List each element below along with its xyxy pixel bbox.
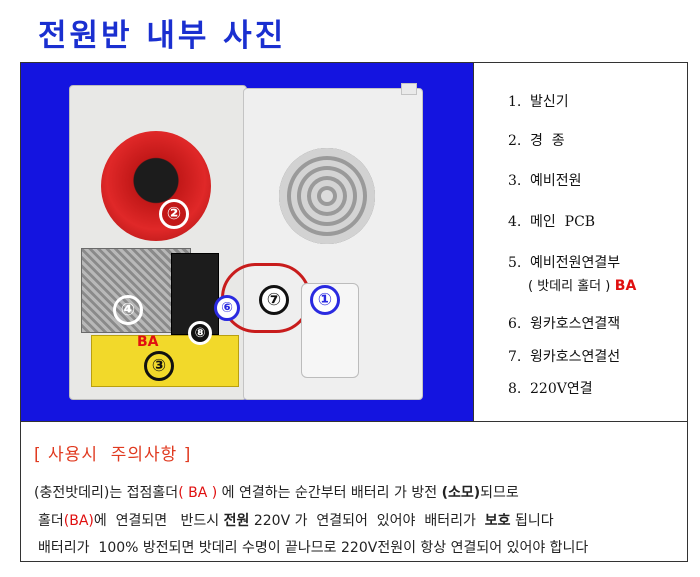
legend-sub-label: ( 밧데리 홀더 ): [528, 279, 611, 294]
legend-label: 윙카호스연결선: [530, 349, 621, 365]
legend-num: 4.: [508, 214, 522, 230]
legend-label: 예비전원연결부: [530, 255, 621, 271]
speaker-grille: [279, 148, 375, 244]
marker-hose-wire: ⑦: [259, 285, 289, 315]
page-title: 전원반 내부 사진: [38, 18, 287, 54]
notice-emphasis: 보호: [484, 513, 511, 529]
notice-text: 됩니다: [510, 513, 554, 529]
notice-highlight: (BA): [63, 513, 94, 529]
marker-bell: ②: [159, 199, 189, 229]
notice-text: 에 연결되면 반드시: [93, 513, 224, 529]
frame-divider-horizontal: [20, 421, 688, 422]
legend-item-5-sub: ( 밧데리 홀더 ) BA: [528, 275, 636, 294]
legend-num: 8.: [508, 381, 522, 397]
legend-label: 윙카호스연결잭: [530, 316, 621, 332]
marker-220v: ⑧: [188, 321, 212, 345]
content-frame: [20, 62, 688, 562]
marker-battery: ③: [144, 351, 174, 381]
legend-ba-tag: BA: [614, 278, 637, 294]
notice-emphasis: (소모): [441, 485, 481, 501]
notice-heading: [ 사용시 주의사항 ]: [34, 445, 192, 465]
marker-pcb: ④: [113, 295, 143, 325]
legend-num: 6.: [508, 316, 522, 332]
notice-text: (충전밧데리)는 접점홀더: [34, 485, 179, 501]
legend-num: 5.: [508, 255, 522, 271]
battery-tag: BA: [137, 334, 159, 350]
legend-num: 3.: [508, 173, 522, 189]
bell: [101, 131, 211, 241]
frame-divider-vertical: [473, 63, 474, 421]
cover-hinge: [401, 83, 417, 95]
notice-text: 되므로: [480, 485, 519, 501]
marker-hose-jack: ⑥: [214, 295, 240, 321]
legend-item-2: 2. 경 종: [508, 130, 565, 150]
legend-label: 예비전원: [530, 173, 582, 189]
legend-label: 메인 PCB: [530, 214, 596, 230]
panel-interior-photo: ② ④ ③ ⑥ ⑧ ⑦ ① BA: [21, 63, 473, 421]
notice-text: 홀더: [38, 513, 64, 529]
legend-label: 경 종: [530, 133, 565, 149]
notice-highlight: ( BA ): [178, 485, 218, 501]
notice-line-2: 홀더(BA)에 연결되면 반드시 전원 220V 가 연결되어 있어야 배터리가…: [38, 510, 554, 530]
legend-num: 1.: [508, 94, 522, 110]
legend-num: 7.: [508, 349, 522, 365]
legend-num: 2.: [508, 133, 522, 149]
legend-item-1: 1. 발신기: [508, 91, 569, 111]
legend-label: 발신기: [530, 94, 569, 110]
notice-text: 에 연결하는 순간부터 배터리 가 방전: [217, 485, 442, 501]
legend-item-7: 7. 윙카호스연결선: [508, 346, 620, 366]
notice-line-1: (충전밧데리)는 접점홀더( BA ) 에 연결하는 순간부터 배터리 가 방전…: [34, 482, 519, 502]
marker-transmitter: ①: [310, 285, 340, 315]
legend-item-5: 5. 예비전원연결부: [508, 252, 620, 272]
notice-emphasis: 전원: [223, 513, 250, 529]
legend-item-3: 3. 예비전원: [508, 170, 582, 190]
legend-item-6: 6. 윙카호스연결잭: [508, 313, 620, 333]
notice-line-3: 배터리가 100% 방전되면 밧데리 수명이 끝나므로 220V전원이 항상 연…: [38, 540, 589, 556]
notice-text: 220V 가 연결되어 있어야 배터리가: [249, 513, 485, 529]
legend-item-8: 8. 220V연결: [508, 378, 593, 398]
legend-item-4: 4. 메인 PCB: [508, 211, 595, 231]
legend-label: 220V연결: [530, 381, 593, 397]
